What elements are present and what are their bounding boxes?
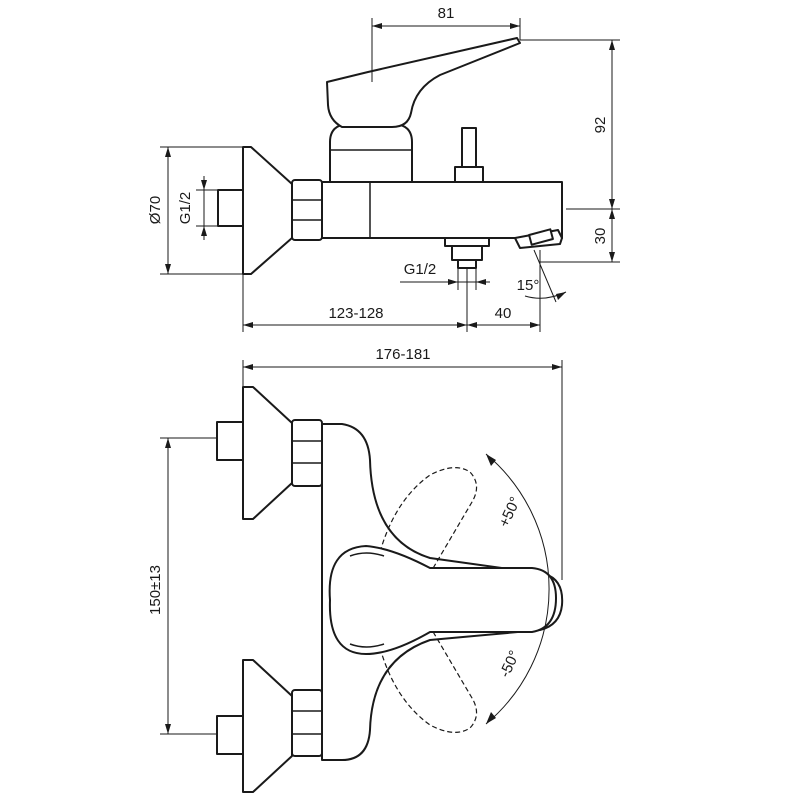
label-outlet-offset: 40 [495,305,512,322]
side-escutcheon [242,146,293,275]
front-upper-hex-nut [291,419,323,487]
front-lower-inlet-pipe [216,715,244,755]
label-centers: 150±13 [147,565,164,615]
label-lever-plus: +50° [496,494,525,530]
front-lower-hex-nut [291,689,323,757]
label-outlet-height: 30 [592,228,609,245]
front-upper-escutcheon [242,386,293,520]
side-body [321,181,563,239]
label-inlet-thread: G1/2 [177,192,194,225]
front-upper-inlet-pipe [216,421,244,461]
label-escutcheon-diameter: Ø70 [147,196,164,224]
side-bottom-fitting [444,237,490,269]
front-lower-escutcheon [242,659,293,793]
label-height: 92 [592,117,609,134]
side-lever-handle [326,37,521,128]
side-view [217,37,563,275]
side-cartridge-housing [329,123,413,183]
label-overall-width: 176-181 [375,346,430,363]
side-diverter [454,127,484,183]
front-lever [328,545,557,655]
side-inlet-pipe [217,189,245,227]
label-spout-reach: 81 [438,5,455,22]
label-spout-angle: 15° [517,277,540,294]
dimension-lines [160,18,620,735]
side-hex-nut [291,179,323,241]
label-body-depth: 123-128 [328,305,383,322]
front-view [216,386,564,793]
label-lever-minus: -50° [496,648,523,680]
label-outlet-thread: G1/2 [404,261,437,278]
side-spout-outlet [514,228,563,249]
